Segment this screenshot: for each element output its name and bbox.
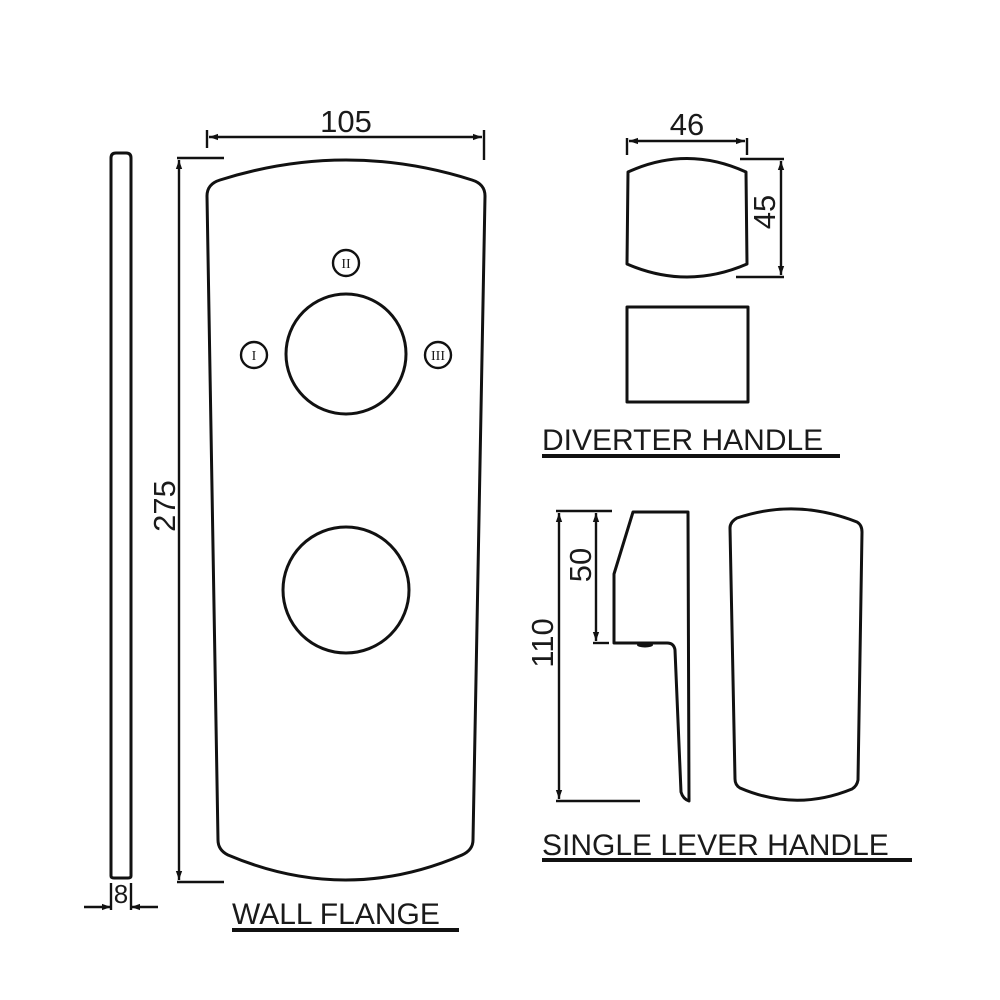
diverter-handle-front xyxy=(625,157,749,279)
lever-upper-height-dimension: 50 xyxy=(563,513,609,645)
thickness-value: 8 xyxy=(114,879,128,909)
svg-text:III: III xyxy=(431,349,445,364)
flange-width-dimension: 105 xyxy=(205,104,486,160)
svg-text:I: I xyxy=(252,349,257,364)
single-lever-handle-label: SINGLE LEVER HANDLE xyxy=(542,829,912,862)
lever-total-height-dimension: 110 xyxy=(525,509,640,803)
thickness-dimension: 8 xyxy=(84,879,158,911)
marker-i: I xyxy=(239,340,269,370)
single-lever-handle-title: SINGLE LEVER HANDLE xyxy=(542,829,889,862)
diverter-handle-height-dimension: 45 xyxy=(736,157,785,279)
flange-side-profile xyxy=(109,151,133,880)
lever-total-height-value: 110 xyxy=(525,618,560,667)
lever-upper-height-value: 50 xyxy=(563,548,598,582)
flange-width-value: 105 xyxy=(320,104,372,139)
diverter-handle-title: DIVERTER HANDLE xyxy=(542,424,823,457)
upper-valve-hole xyxy=(284,292,408,416)
diverter-width-value: 46 xyxy=(670,107,704,142)
wall-flange-label: WALL FLANGE xyxy=(232,898,459,932)
marker-iii: III xyxy=(423,340,453,370)
flange-height-value: 275 xyxy=(147,480,182,532)
lower-valve-hole xyxy=(281,525,411,655)
flange-height-dimension: 275 xyxy=(147,156,224,884)
marker-ii: II xyxy=(331,248,361,278)
lever-handle-front xyxy=(728,507,864,802)
diverter-handle-side xyxy=(625,305,750,404)
wall-flange-title: WALL FLANGE xyxy=(232,898,440,931)
svg-text:II: II xyxy=(341,257,351,272)
diverter-height-value: 45 xyxy=(747,195,782,229)
lever-handle-side xyxy=(612,510,691,803)
diverter-handle-width-dimension: 46 xyxy=(625,107,749,155)
diverter-handle-label: DIVERTER HANDLE xyxy=(542,424,840,458)
wall-flange-front: II I III xyxy=(205,158,487,882)
